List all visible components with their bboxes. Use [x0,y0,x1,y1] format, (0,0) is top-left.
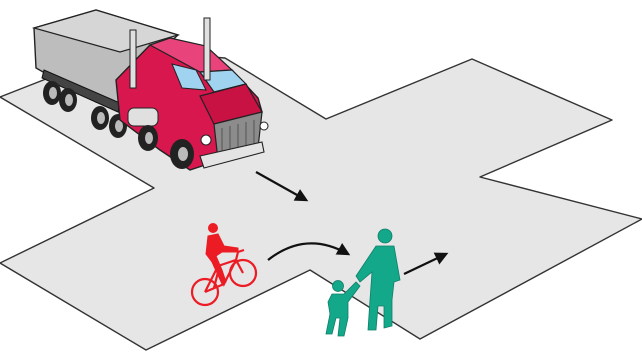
fuel-tank [128,108,158,126]
truck-icon [34,10,268,170]
adult-head [378,229,392,243]
wheel-hub [178,147,188,161]
headlight [201,135,211,145]
exhaust-stack [130,30,136,88]
wheel-hub [65,94,73,106]
exhaust-stack [204,18,210,80]
rider-head [208,223,218,233]
wheel-hub [97,112,105,124]
wheel-hub [49,87,57,99]
wheel-hub [145,132,153,144]
headlight [260,122,268,130]
child-head [333,281,344,292]
